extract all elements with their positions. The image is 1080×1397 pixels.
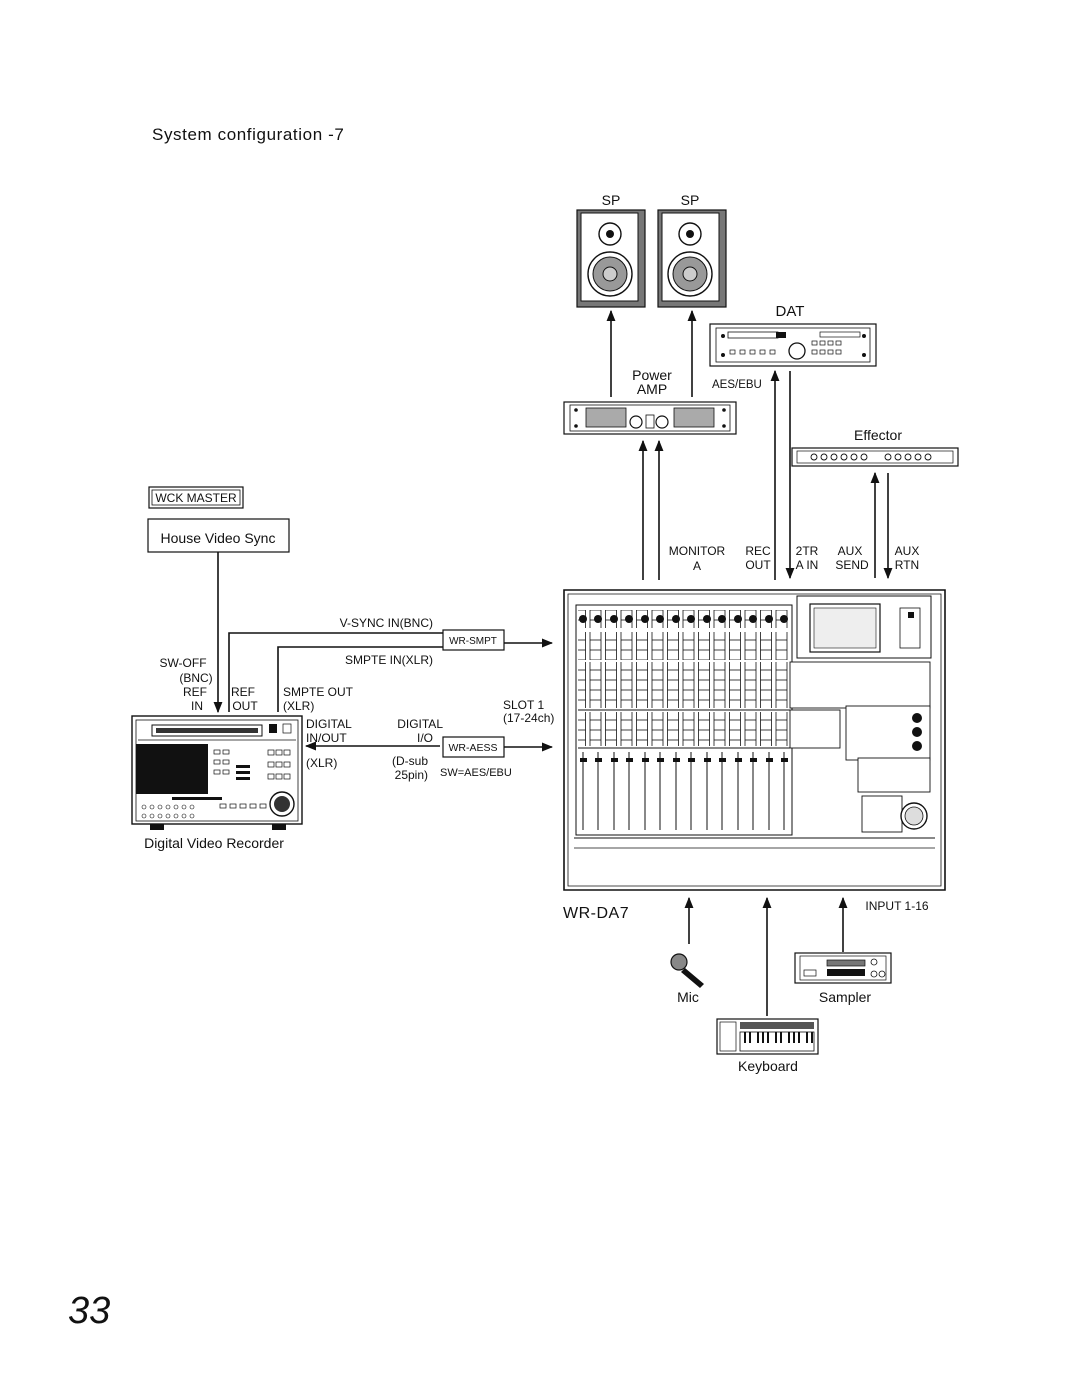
sw-aes-ebu-label: SW=AES/EBU [440,767,512,779]
aux-rtn-label-1: AUX [895,544,920,558]
smpte-out-label-2: (XLR) [283,699,314,713]
power-amp [563,401,737,435]
rec-out-label-2: OUT [745,558,771,572]
slot1-label-2: (17-24ch) [503,711,554,725]
digital-video-recorder [131,715,303,830]
monitor-a-label-2: A [693,559,701,573]
slot1-label-1: SLOT 1 [503,698,544,712]
ref-out-to-vsync-line [228,632,443,712]
wck-master-box [148,486,244,509]
power-amp-label-1: Power [632,367,672,383]
wr-da7-label: WR-DA7 [563,905,629,922]
digital-io-label-1: DIGITAL [397,717,443,731]
sw-off-label-2: (BNC) [179,671,212,685]
speaker-left: SP [576,192,646,308]
input-1-16-label: INPUT 1-16 [865,899,928,913]
mic-label: Mic [677,989,699,1005]
speaker-right-label: SP [681,192,700,208]
ref-out-label-2: OUT [232,699,258,713]
dat-deck [709,323,877,367]
digital-video-recorder-label: Digital Video Recorder [144,835,284,851]
wck-master-label: WCK MASTER [155,491,237,505]
microphone [670,953,704,988]
ref-out-label-1: REF [231,685,255,699]
effector-unit [791,447,959,467]
page-number: 33 [68,1290,111,1332]
2tr-a-in-label-1: 2TR [796,544,819,558]
ref-in-label-1: REF [183,685,207,699]
dat-label: DAT [776,303,805,320]
speaker-right: SP [657,192,727,308]
digital-io-label-2: I/O [417,731,433,745]
keyboard-unit [716,1018,819,1055]
speaker-left-label: SP [602,192,621,208]
house-video-sync-label: House Video Sync [161,530,276,546]
smpte-out-label-1: SMPTE OUT [283,685,354,699]
digital-inout-label-1: DIGITAL [306,717,352,731]
wr-smpt-label: WR-SMPT [449,636,497,647]
aes-ebu-label: AES/EBU [712,379,762,391]
smpte-out-line [277,646,443,712]
wr-da7-console [563,589,946,891]
v-sync-in-label: V-SYNC IN(BNC) [340,616,433,630]
keyboard-label: Keyboard [738,1058,798,1074]
rec-out-label-1: REC [745,544,771,558]
aux-send-label-1: AUX [838,544,863,558]
dsub-label-1: (D-sub [392,754,428,768]
aux-rtn-label-2: RTN [895,558,919,572]
ref-in-label-2: IN [191,699,203,713]
wr-smpt-card [442,629,505,651]
digital-inout-label-2: IN/OUT [306,731,347,745]
page-title: System configuration -7 [152,125,344,144]
2tr-a-in-label-2: A IN [796,558,819,572]
dsub-label-2: 25pin) [395,768,428,782]
sampler-unit [794,952,892,984]
smpte-in-label: SMPTE IN(XLR) [345,653,433,667]
effector-label: Effector [854,427,902,443]
sampler-label: Sampler [819,989,871,1005]
aux-send-label-2: SEND [835,558,869,572]
digital-inout-label-3: (XLR) [306,756,337,770]
sw-off-label-1: SW-OFF [159,656,206,670]
monitor-a-label-1: MONITOR [669,544,726,558]
wr-aess-label: WR-AESS [448,742,497,754]
power-amp-label-2: AMP [637,381,667,397]
